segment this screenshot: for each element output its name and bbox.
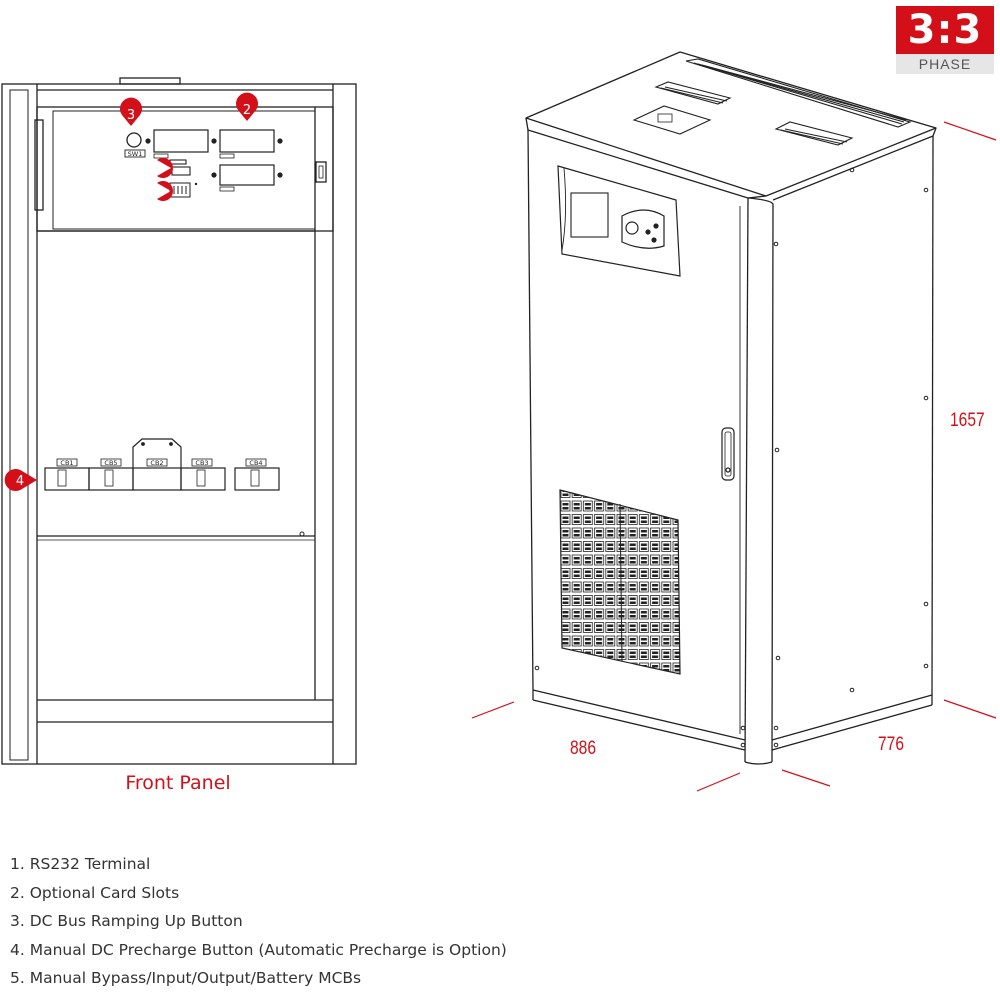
breaker-row [44,438,280,491]
marker-1: 1 [152,158,173,179]
switch-label: SW1 [128,150,143,158]
mcb-dip-switch [169,182,191,198]
control-display-panel [557,165,681,277]
top-vents [632,58,912,146]
breaker-label-cb5: CB5 [104,459,117,467]
svg-text:1: 1 [152,161,160,175]
svg-text:3: 3 [127,108,135,123]
rs232-port [169,159,191,176]
card-slot-lower [211,164,283,192]
dimension-lines [471,121,997,792]
legend-item-mcbs: 5. Manual Bypass/Input/Output/Battery MC… [10,969,362,987]
svg-text:5: 5 [152,184,160,198]
side-screws [534,167,929,748]
dimension-height: 1657 [950,410,985,431]
svg-text:4: 4 [16,474,24,489]
marker-3: 3 [120,97,142,126]
front-panel-caption: Front Panel [125,772,231,794]
phase-badge: 3:3 PHASE [896,6,994,74]
breaker-label-cb4: CB4 [249,459,262,467]
breaker-label-cb1: CB1 [60,459,73,467]
legend-item-precharge: 4. Manual DC Precharge Button (Automatic… [10,940,507,959]
front-panel-drawing [1,77,357,765]
cabinet-body [525,51,937,765]
dimension-depth: 776 [878,734,904,755]
door-handle [721,427,735,481]
front-vent-grille [559,489,681,675]
card-slot-left [145,129,217,159]
breaker-label-cb3: CB3 [195,459,208,467]
legend-item-card-slots: 2. Optional Card Slots [10,883,180,902]
svg-text:2: 2 [243,103,251,118]
marker-5: 5 [152,181,173,202]
breaker-label-cb2: CB2 [150,459,163,467]
marker-2: 2 [236,92,258,121]
card-slot-right [219,129,283,159]
marker-4: 4 [4,469,37,492]
phase-ratio: 3:3 [896,6,994,54]
legend-list: 1. RS232 Terminal 2. Optional Card Slots… [10,850,507,993]
dc-bus-button[interactable] [126,132,142,148]
phase-label: PHASE [896,54,994,74]
legend-item-rs232: 1. RS232 Terminal [10,855,151,873]
legend-item-dc-bus: 3. DC Bus Ramping Up Button [10,912,243,930]
dimension-width: 886 [570,738,596,759]
